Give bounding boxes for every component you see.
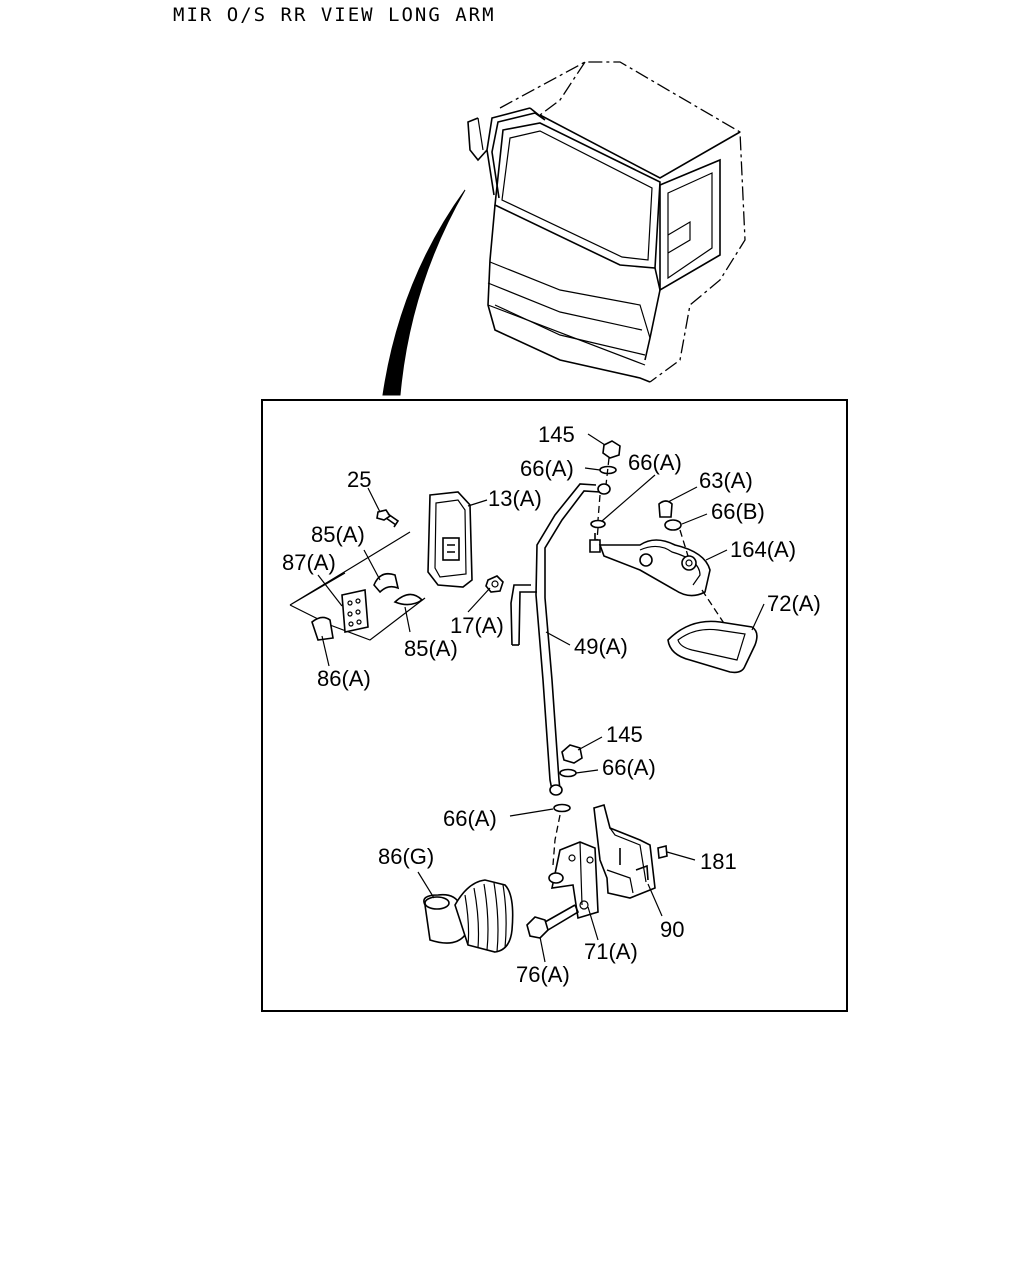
mirror-head-13a: [427, 491, 473, 588]
detail-pointer: [382, 189, 466, 396]
callout-66a-3: 66(A): [602, 755, 656, 780]
callout-71a: 71(A): [584, 939, 638, 964]
callout-86g: 86(G): [378, 844, 434, 869]
callout-145-mid: 145: [606, 722, 643, 747]
callout-164a: 164(A): [730, 537, 796, 562]
callout-85a-1: 85(A): [311, 522, 365, 547]
callout-86a: 86(A): [317, 666, 371, 691]
bolt-76a: [526, 904, 580, 939]
truck-cab-illustration: [467, 61, 746, 383]
callout-72a: 72(A): [767, 591, 821, 616]
boot-86g: [423, 879, 514, 953]
callout-66b: 66(B): [711, 499, 765, 524]
callout-76a: 76(A): [516, 962, 570, 987]
callout-66a-2: 66(A): [628, 450, 682, 475]
callout-63a: 63(A): [699, 468, 753, 493]
callout-181: 181: [700, 849, 737, 874]
bracket-164a: [589, 500, 736, 641]
callout-13a: 13(A): [488, 486, 542, 511]
callout-85a-2: 85(A): [404, 636, 458, 661]
callout-145-top: 145: [538, 422, 575, 447]
bracket-90: [593, 803, 668, 899]
mirror-bracket-parts: [289, 509, 504, 641]
callout-87a: 87(A): [282, 550, 336, 575]
long-arm-49a: [510, 483, 611, 796]
callout-66a-1: 66(A): [520, 456, 574, 481]
callout-17a: 17(A): [450, 613, 504, 638]
leader-lines: [317, 433, 765, 963]
gasket-72a: [667, 620, 758, 674]
base-bracket-71a: [548, 841, 599, 920]
callout-66a-4: 66(A): [443, 806, 497, 831]
page-title: MIR O/S RR VIEW LONG ARM: [173, 4, 496, 26]
callout-90: 90: [660, 917, 684, 942]
detail-frame: [261, 399, 848, 1012]
callout-25: 25: [347, 467, 371, 492]
callout-labels: 145 66(A) 66(A) 63(A) 66(B) 164(A) 72(A)…: [282, 422, 821, 987]
callout-49a: 49(A): [574, 634, 628, 659]
